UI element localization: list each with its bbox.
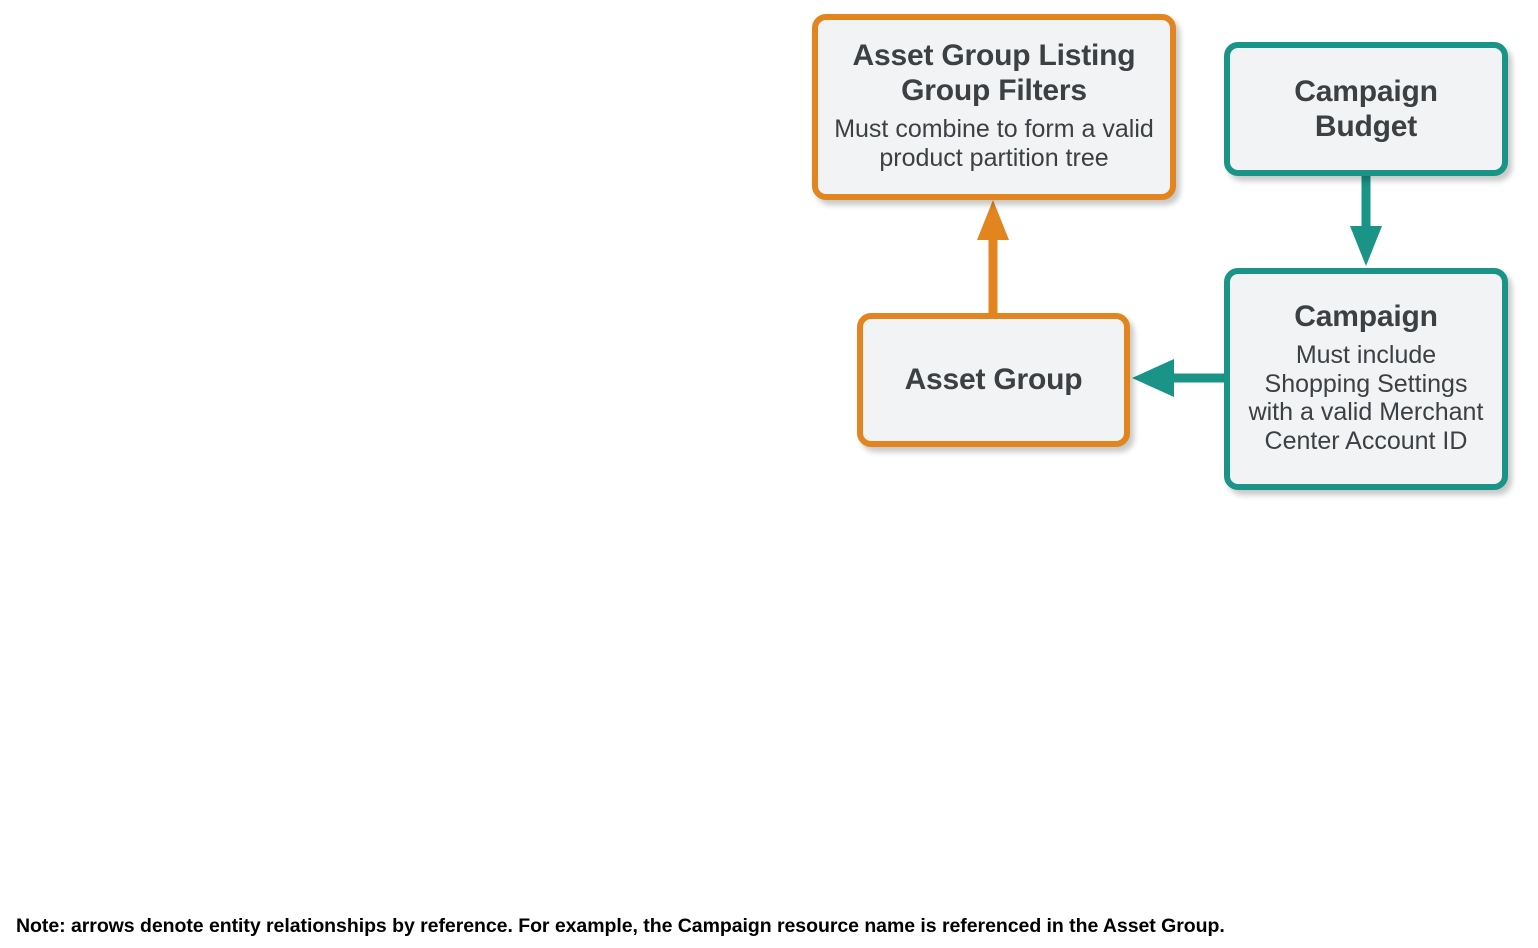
diagram-footnote: Note: arrows denote entity relationships… — [16, 915, 1225, 937]
arrow-asset-group-to-listing-group-filters — [977, 200, 1009, 316]
node-asset-group-listing-group-filters[interactable]: Asset Group Listing Group Filters Must c… — [812, 14, 1176, 200]
node-title: Asset Group — [904, 363, 1083, 397]
node-asset-group[interactable]: Asset Group — [857, 313, 1130, 447]
arrow-campaign-to-asset-group — [1132, 359, 1228, 397]
node-title: Asset Group Listing Group Filters — [852, 38, 1136, 107]
node-campaign-budget[interactable]: Campaign Budget — [1224, 42, 1508, 176]
node-subtitle: Must combine to form a valid product par… — [834, 115, 1154, 172]
arrow-campaign-budget-to-campaign — [1350, 172, 1382, 266]
node-subtitle: Must include Shopping Settings with a va… — [1248, 341, 1484, 455]
node-campaign[interactable]: Campaign Must include Shopping Settings … — [1224, 268, 1508, 490]
node-title: Campaign Budget — [1294, 74, 1438, 143]
node-title: Campaign — [1294, 299, 1438, 333]
